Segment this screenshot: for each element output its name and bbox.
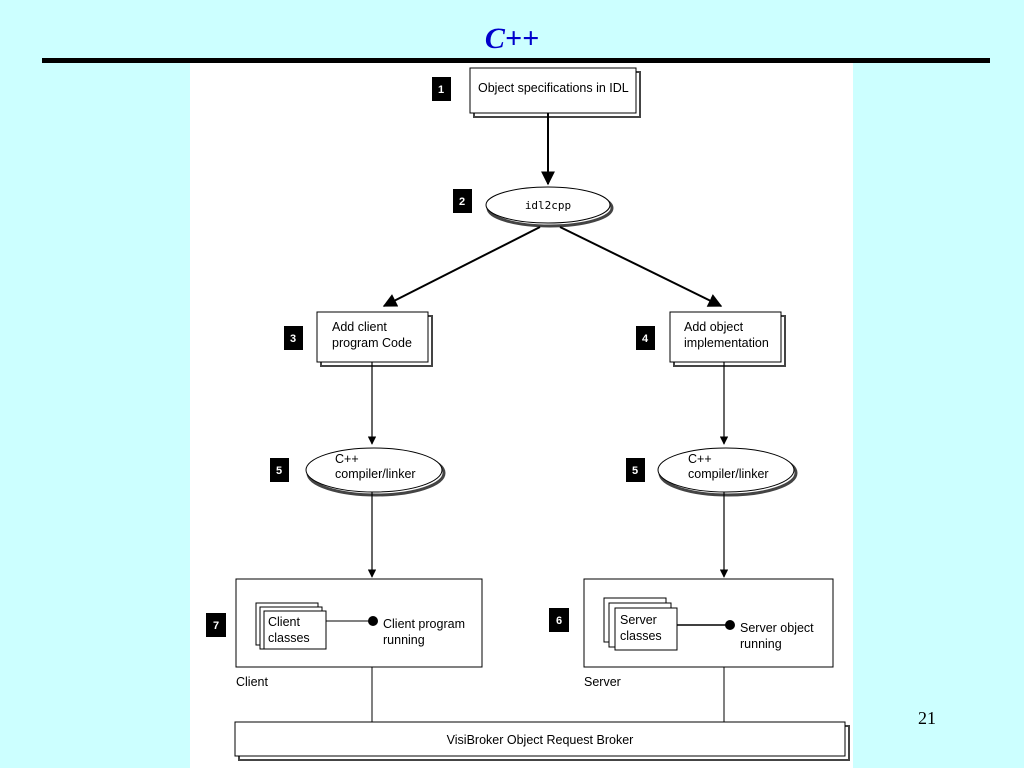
client-classes-box: [263, 610, 327, 650]
server-running-line1: Server object: [740, 621, 814, 635]
object-impl-line2: implementation: [684, 336, 769, 350]
server-classes-box: [614, 607, 678, 651]
step-5-left-badge: [270, 458, 289, 482]
broker-bar: [234, 721, 846, 757]
step-4-badge: [636, 326, 655, 350]
client-code-line1: Add client: [332, 320, 387, 334]
idl-spec-box: [469, 67, 637, 114]
server-classes-line2: classes: [620, 629, 662, 643]
step-1-number: 1: [438, 84, 444, 96]
client-running-line1: Client program: [383, 617, 465, 631]
step-6-number: 6: [556, 615, 562, 627]
server-connector-dot: [725, 620, 735, 630]
idl2cpp-label: idl2cpp: [525, 199, 571, 212]
server-running-line2: running: [740, 637, 782, 651]
step-5-right-number: 5: [632, 465, 638, 477]
step-1-badge: [432, 77, 451, 101]
compiler-right-line1: C++: [688, 452, 712, 466]
client-running-line2: running: [383, 633, 425, 647]
title-rule: [42, 58, 990, 63]
step-7-badge: [206, 613, 226, 637]
client-code-line2: program Code: [332, 336, 412, 350]
compiler-left-line1: C++: [335, 452, 359, 466]
step-6-badge: [549, 608, 569, 632]
compiler-right-ellipse: [657, 447, 795, 493]
server-classes-line1: Server: [620, 613, 657, 627]
step-5-left-number: 5: [276, 465, 282, 477]
idl2cpp-ellipse: [485, 186, 611, 224]
step-7-number: 7: [213, 620, 219, 632]
step-3-number: 3: [290, 333, 296, 345]
step-2-number: 2: [459, 196, 465, 208]
step-3-badge: [284, 326, 303, 350]
compiler-left-ellipse: [305, 447, 443, 493]
arrow-2-to-3: [382, 226, 541, 307]
broker-label: VisiBroker Object Request Broker: [447, 733, 634, 747]
step-5-right-badge: [626, 458, 645, 482]
slide-title: C++: [484, 22, 540, 55]
compiler-right-line2: compiler/linker: [688, 467, 769, 481]
client-classes-line1: Client: [268, 615, 300, 629]
arrow-2-to-4: [559, 226, 723, 307]
object-impl-line1: Add object: [684, 320, 744, 334]
server-caption: Server: [584, 675, 621, 689]
client-classes-line2: classes: [268, 631, 310, 645]
step-4-number: 4: [642, 333, 649, 345]
object-impl-box: [669, 311, 782, 363]
compiler-left-line2: compiler/linker: [335, 467, 416, 481]
client-code-box: [316, 311, 429, 363]
step-2-badge: [453, 189, 472, 213]
page-number: 21: [918, 708, 936, 728]
client-connector-dot: [368, 616, 378, 626]
idl-spec-label: Object specifications in IDL: [478, 81, 629, 95]
client-caption: Client: [236, 675, 268, 689]
